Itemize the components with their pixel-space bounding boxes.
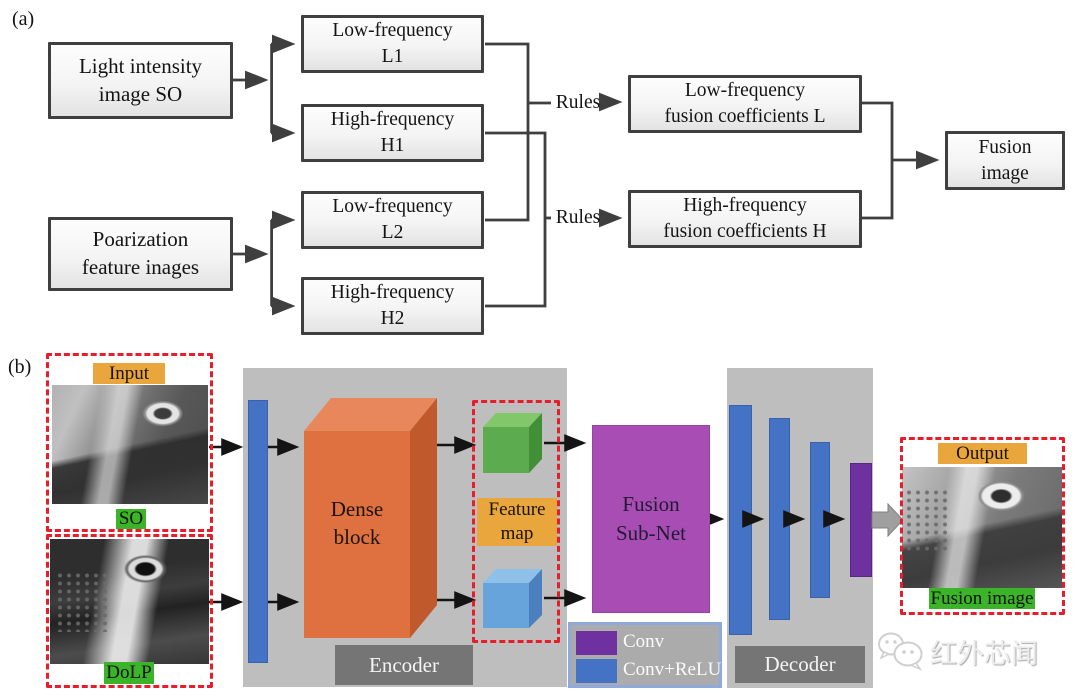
feature-map-line2: map [500, 523, 534, 544]
legend: Conv Conv+ReLU [568, 622, 722, 688]
rules-label-2: Rules [555, 207, 601, 228]
legend-conv-swatch [576, 631, 617, 655]
decoder-label: Decoder [735, 646, 865, 683]
box-low-fusion-line2: fusion coefficients L [664, 106, 826, 127]
box-h2-line1: High-frequency [330, 282, 455, 304]
input-label: Input [93, 363, 165, 384]
output-photo [902, 467, 1062, 588]
box-high-fusion-line2: fusion coefficients H [663, 221, 827, 242]
box-low-fusion-coefficients: Low-frequency fusion coefficients L [628, 75, 862, 133]
dense-block-label: Dense block [304, 492, 410, 554]
rules-label-1: Rules [555, 92, 601, 113]
box-low-fusion-line1: Low-frequency [684, 80, 806, 102]
output-dashed-box [900, 437, 1065, 615]
box-high-frequency-h1: High-frequency H1 [301, 104, 484, 162]
dense-block-line2: block [333, 525, 381, 549]
box-light-intensity-line1: Light intensity [78, 53, 203, 78]
panel-b-label: (b) [8, 356, 32, 378]
legend-conv-relu-label: Conv+ReLU [623, 659, 722, 680]
box-high-fusion-line1: High-frequency [683, 195, 807, 217]
dolp-label: DoLP [104, 662, 154, 684]
feature-map-dashed-box [472, 400, 560, 643]
box-polarization-line2: feature inages [81, 255, 200, 279]
box-light-intensity-line2: image SO [98, 81, 183, 106]
box-high-fusion-coefficients: High-frequency fusion coefficients H [628, 190, 862, 248]
box-polarization-line1: Poarization [92, 227, 189, 252]
fusion-subnet-line2: Sub-Net [616, 521, 686, 545]
box-low-frequency-l1: Low-frequency L1 [301, 15, 484, 73]
wechat-icon [878, 632, 923, 671]
box-polarization: Poarization feature inages [48, 217, 233, 291]
box-low-frequency-l2: Low-frequency L2 [301, 191, 484, 249]
decoder-conv-relu-bar-2 [769, 418, 790, 620]
box-light-intensity: Light intensity image SO [48, 42, 233, 119]
box-l2-line2: L2 [381, 222, 404, 243]
box-l1-line1: Low-frequency [332, 20, 453, 42]
decoder-conv-relu-bar-3 [810, 442, 830, 598]
box-h1-line2: H1 [380, 135, 405, 156]
watermark-text: 红外芯闻 [930, 638, 1038, 669]
box-h1-line1: High-frequency [330, 109, 455, 131]
box-l2-line1: Low-frequency [332, 196, 453, 218]
box-fusion-image-line2: image [981, 162, 1029, 184]
legend-conv-label: Conv [623, 631, 665, 652]
box-l1-line2: L1 [381, 46, 404, 67]
fusion-image-label: Fusion image [929, 587, 1035, 609]
box-fusion-image: Fusion image [945, 131, 1065, 190]
box-high-frequency-h2: High-frequency H2 [301, 277, 484, 335]
dolp-dashed-box [46, 534, 213, 688]
encoder-conv-relu-bar [248, 400, 268, 663]
output-grille-mesh [905, 488, 947, 552]
decoder-conv-bar [850, 463, 872, 577]
box-fusion-image-line1: Fusion [978, 136, 1032, 158]
panel-a-label: (a) [12, 8, 35, 30]
decoder-conv-relu-bar-1 [729, 405, 752, 635]
legend-conv-relu-swatch [576, 659, 617, 683]
so-input-photo [52, 385, 208, 504]
watermark: 红外芯闻 [876, 628, 1071, 674]
so-label: SO [116, 508, 146, 529]
dolp-input-photo [50, 539, 209, 664]
block-arrow-icon [871, 502, 904, 538]
dolp-grille-mesh [56, 571, 108, 632]
dense-block-line1: Dense [330, 496, 384, 521]
output-label: Output [938, 443, 1027, 464]
box-h2-line2: H2 [380, 308, 405, 329]
input-dashed-box [46, 353, 213, 532]
feature-map-line1: Feature [488, 499, 546, 521]
fusion-subnet-line1: Fusion [622, 491, 680, 516]
encoder-label: Encoder [335, 645, 473, 685]
fusion-subnet-box: Fusion Sub-Net [592, 425, 710, 613]
feature-map-label: Feature map [477, 498, 557, 546]
